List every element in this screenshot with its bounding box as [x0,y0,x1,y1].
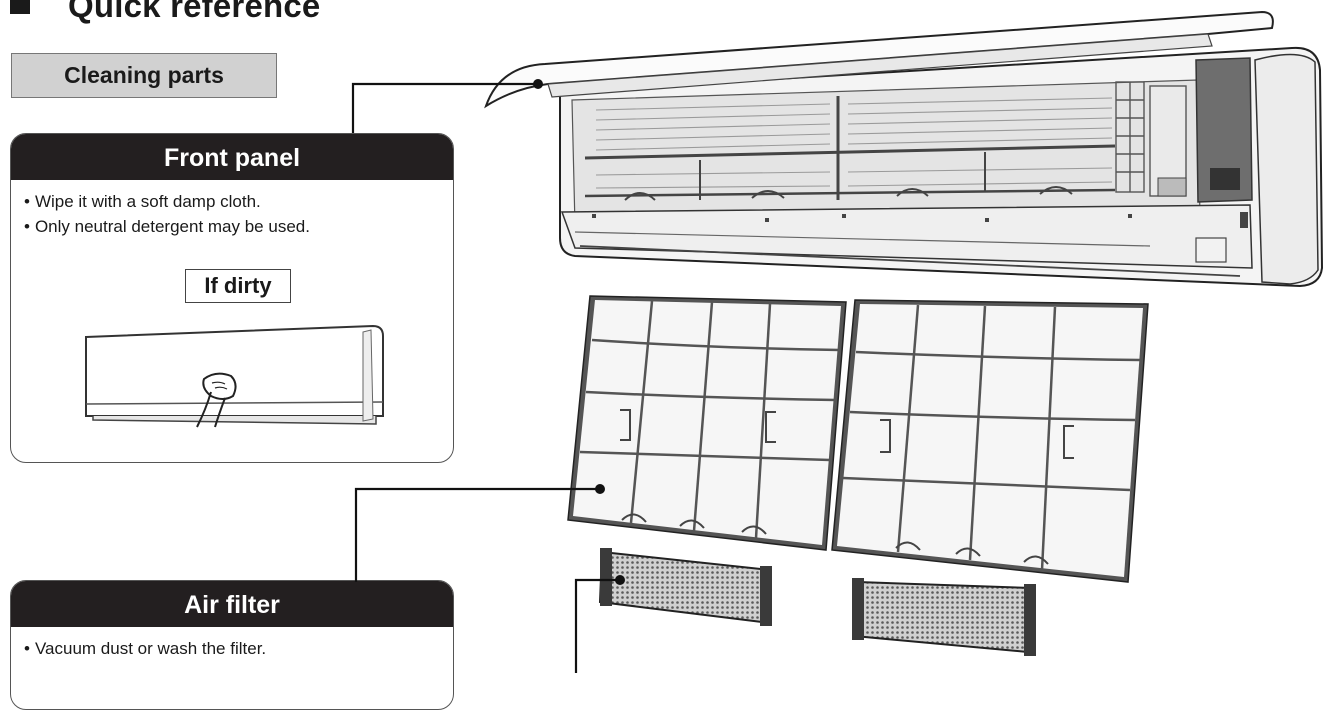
air-conditioner-illustration [0,0,1329,673]
air-filter-right [832,300,1148,582]
small-mesh-filter-right [852,578,1036,656]
small-mesh-filter-left [600,548,772,626]
air-filter-left [568,296,846,550]
